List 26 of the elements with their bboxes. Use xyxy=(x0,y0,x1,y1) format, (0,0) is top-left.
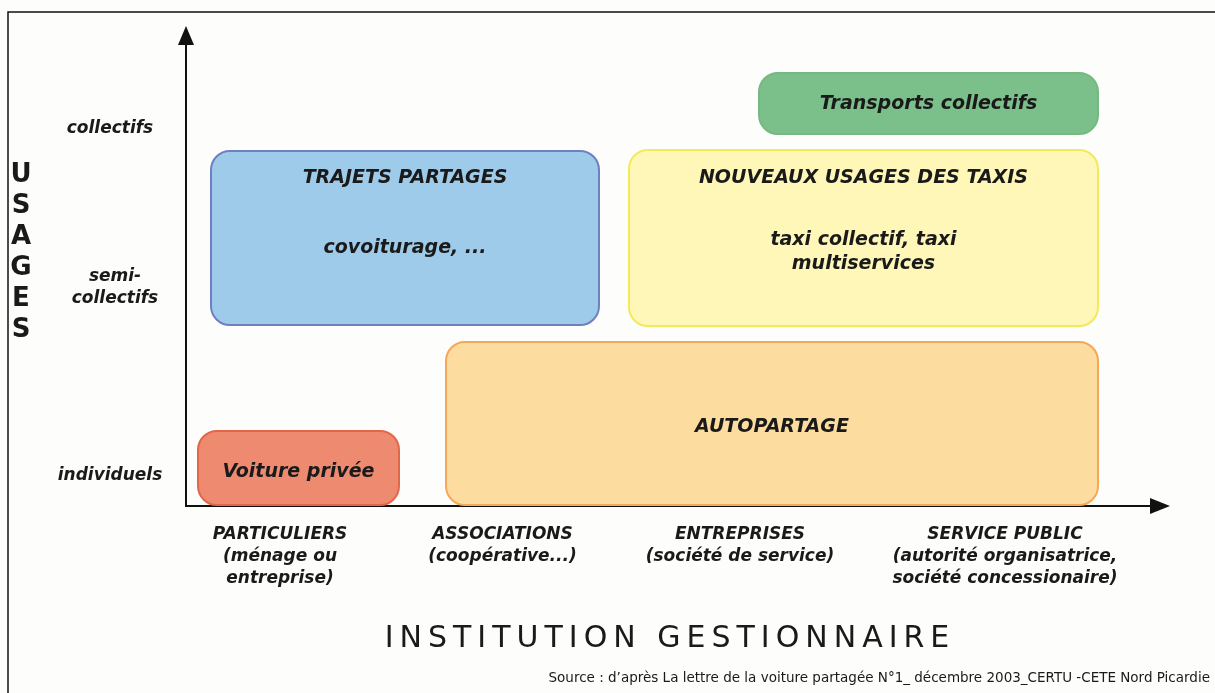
source-note: Source : d’après La lettre de la voiture partagée N°1_ décembre 2003_CERTU -CETE Nord Picardie xyxy=(547,668,1210,686)
axis-category-note: (autorité organisatrice, société concessionaire) xyxy=(891,544,1119,588)
axis-category-label: ASSOCIATIONS xyxy=(430,522,574,544)
box-heading: TRAJETS PARTAGES xyxy=(301,164,509,188)
axis-category-label: PARTICULIERS xyxy=(211,522,349,544)
axis-category-label: ENTREPRISES xyxy=(673,522,807,544)
box-label: Transports collectifs xyxy=(818,90,1039,114)
category-box xyxy=(758,72,1099,135)
box-heading: NOUVEAUX USAGES DES TAXIS xyxy=(697,164,1029,188)
box-body-text: taxi collectif, taxi multiservices xyxy=(769,226,958,274)
axis-category-note: (ménage ou entreprise) xyxy=(222,544,338,588)
category-box xyxy=(445,341,1099,506)
axis-category-note: (société de service) xyxy=(644,544,836,566)
axis-tick-label: collectifs xyxy=(65,116,155,138)
axis-category-label: SERVICE PUBLIC xyxy=(926,522,1084,544)
axis-title: USAGES xyxy=(9,158,33,344)
axis-tick-label: semi- collectifs xyxy=(70,264,160,308)
box-body-text: covoiturage, ... xyxy=(322,234,488,258)
category-box xyxy=(210,150,600,326)
box-label: Voiture privée xyxy=(221,458,376,482)
category-box xyxy=(197,430,400,506)
axis-category-note: (coopérative...) xyxy=(427,544,578,566)
axis-tick-label: individuels xyxy=(56,463,164,485)
category-box xyxy=(628,149,1099,327)
box-label: AUTOPARTAGE xyxy=(693,413,850,437)
axis-title: INSTITUTION GESTIONNAIRE xyxy=(383,619,957,655)
